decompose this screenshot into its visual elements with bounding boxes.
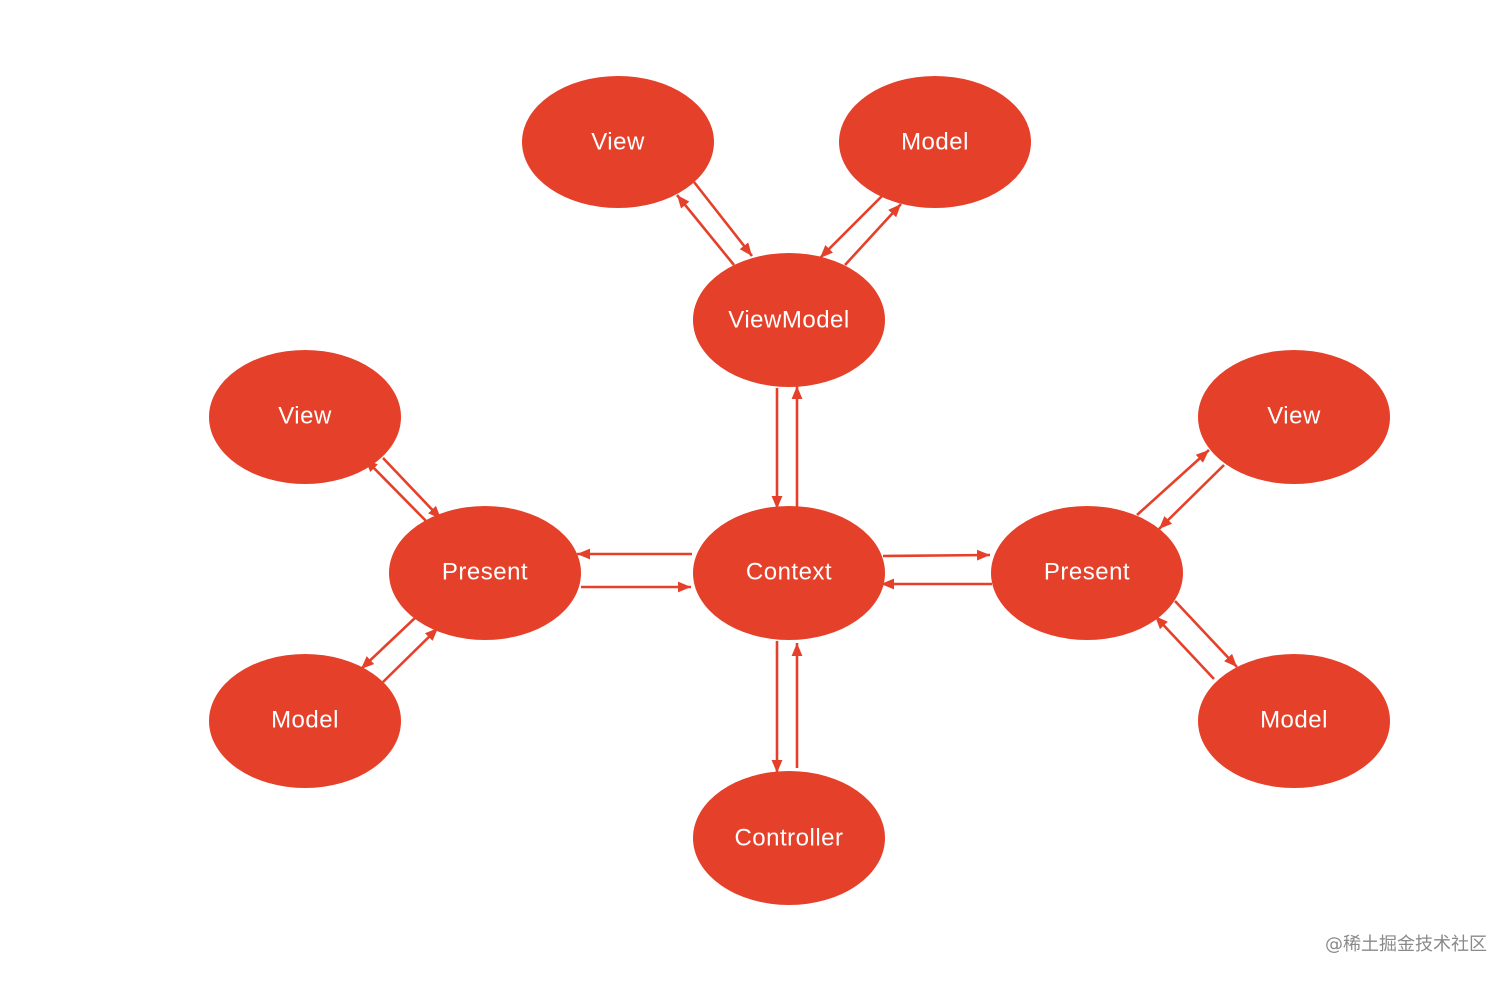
node-label: Present	[442, 559, 528, 586]
node-shape	[522, 76, 714, 208]
watermark-text: @稀土掘金技术社区	[1325, 934, 1487, 955]
node-label: Controller	[734, 825, 843, 852]
node-shape	[209, 350, 401, 484]
node-controller: Controller	[693, 771, 885, 905]
node-left-view: View	[209, 350, 401, 484]
node-left-present: Present	[389, 506, 581, 640]
arrow-left-view-to-left-present	[382, 457, 442, 520]
arrow-top-model-to-viewmodel	[819, 195, 883, 259]
node-right-model: Model	[1198, 654, 1390, 788]
arrow-top-view-to-viewmodel	[692, 181, 754, 257]
node-label: ViewModel	[728, 307, 849, 334]
node-label: Present	[1044, 559, 1130, 586]
node-shape	[693, 771, 885, 905]
connectors	[360, 181, 1238, 773]
node-label: View	[591, 129, 645, 156]
arrow-viewmodel-to-top-view	[675, 194, 736, 266]
node-shape	[1198, 350, 1390, 484]
arrow-left-present-to-left-view	[364, 458, 429, 524]
node-label: Context	[746, 559, 832, 586]
node-context: Context	[693, 506, 885, 640]
node-label: Model	[901, 129, 969, 156]
node-left-model: Model	[209, 654, 401, 788]
node-shape	[991, 506, 1183, 640]
node-top-view: View	[522, 76, 714, 208]
arrow-context-to-right-present	[882, 549, 991, 561]
node-label: Model	[271, 707, 339, 734]
arrow-right-present-to-right-view	[1136, 449, 1210, 516]
node-shape	[389, 506, 581, 640]
arrow-left-present-to-left-model	[360, 616, 417, 670]
node-top-model: Model	[839, 76, 1031, 208]
node-right-view: View	[1198, 350, 1390, 484]
node-shape	[693, 253, 885, 387]
arrow-right-present-to-right-model	[1174, 600, 1238, 668]
arrow-viewmodel-to-top-model	[844, 203, 902, 266]
arrow-right-view-to-right-present	[1158, 464, 1225, 530]
node-shape	[1198, 654, 1390, 788]
arrow-right-model-to-right-present	[1154, 615, 1215, 680]
node-right-present: Present	[991, 506, 1183, 640]
node-shape	[693, 506, 885, 640]
node-viewmodel: ViewModel	[693, 253, 885, 387]
node-shape	[209, 654, 401, 788]
node-label: View	[1267, 403, 1321, 430]
arrow-left-model-to-left-present	[382, 627, 439, 683]
node-label: View	[278, 403, 332, 430]
node-label: Model	[1260, 707, 1328, 734]
node-shape	[839, 76, 1031, 208]
